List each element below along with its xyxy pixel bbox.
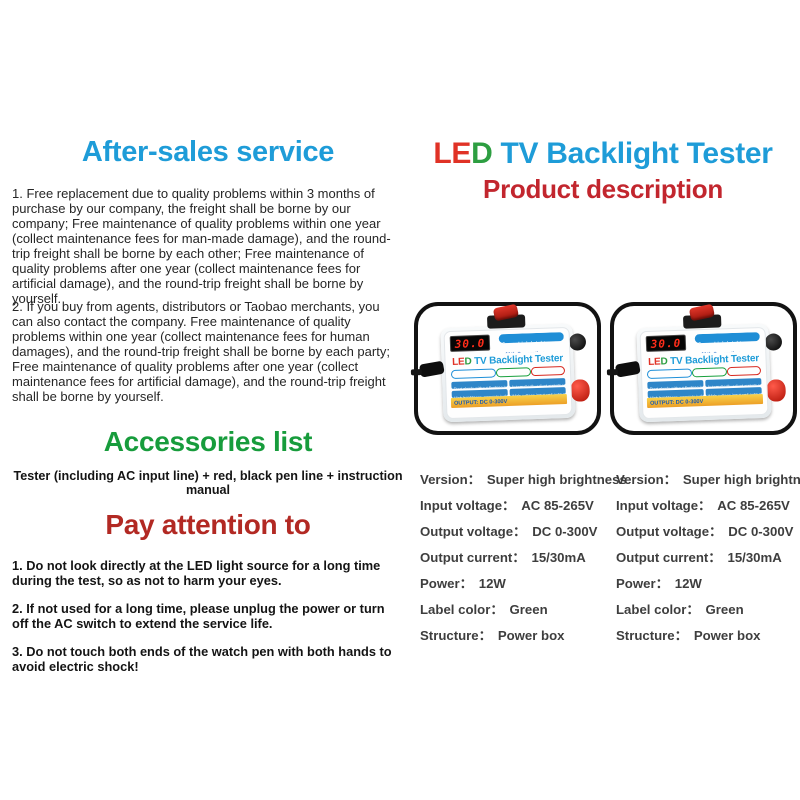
power-switch xyxy=(682,303,722,329)
after-sales-paragraph-2: 2. If you buy from agents, distributors … xyxy=(12,299,390,404)
feature-pill: Automatically adjust current and voltage xyxy=(705,378,762,387)
spec-row-input-voltage: Input voltage：AC 85-265V xyxy=(420,498,594,513)
accessories-text: Tester (including AC input line) + red, … xyxy=(13,469,403,497)
product-title-green-part: D xyxy=(471,137,493,170)
tester-device: 30.0 Super high brightness 11th Generati… xyxy=(410,303,591,423)
feature-tags: Direct measurement Fully automatic High … xyxy=(646,366,762,379)
feature-pill: Automatically adjust current and voltage xyxy=(509,378,566,387)
spec-row-label-color: Label color：Green xyxy=(616,602,744,617)
product-title-blue-part: TV Backlight Tester xyxy=(492,137,773,170)
switch-rocker xyxy=(688,303,715,322)
spec-row-version: Version：Super high brightness xyxy=(420,472,627,487)
power-cable-stub xyxy=(606,369,619,376)
spec-row-output-current: Output current：15/30mA xyxy=(420,550,586,565)
tag-high-precision: High precision xyxy=(530,366,566,377)
spec-row-input-voltage: Input voltage：AC 85-265V xyxy=(616,498,790,513)
power-cable xyxy=(614,360,641,378)
tag-direct-measurement: Direct measurement xyxy=(646,368,692,379)
output-label: OUTPUT: DC 0-300V xyxy=(649,397,704,407)
tag-direct-measurement: Direct measurement xyxy=(450,368,496,379)
product-subtitle: Product description xyxy=(483,174,723,204)
feature-pill: Start slowly without flashing lamp beads xyxy=(451,380,508,389)
output-label: OUTPUT: DC 0-300V xyxy=(453,397,508,407)
spec-row-power: Power：12W xyxy=(420,576,506,591)
black-terminal xyxy=(568,333,587,351)
led-display: 30.0 xyxy=(449,334,491,353)
power-cable xyxy=(418,360,445,378)
spec-row-structure: Structure：Power box xyxy=(420,628,565,643)
spec-row-output-voltage: Output voltage：DC 0-300V xyxy=(420,524,598,539)
device-label-panel: 30.0 Super high brightness 11th Generati… xyxy=(639,326,769,420)
feature-pill: Start slowly without flashing lamp beads xyxy=(647,380,704,389)
power-cable-stub xyxy=(410,369,423,376)
generation-label: 11th Generation ● xyxy=(493,342,564,354)
product-title: LED TV Backlight Tester xyxy=(408,137,798,171)
spec-list-left: Version：Super high brightness Input volt… xyxy=(420,467,627,649)
spec-row-structure: Structure：Power box xyxy=(616,628,761,643)
spec-list-right: Version：Super high brightness Input volt… xyxy=(616,467,800,649)
led-display: 30.0 xyxy=(645,334,687,353)
after-sales-title: After-sales service xyxy=(81,136,335,168)
spec-row-version: Version：Super high brightness xyxy=(616,472,800,487)
generation-label: 11th Generation ● xyxy=(689,342,760,354)
spec-row-label-color: Label color：Green xyxy=(420,602,548,617)
feature-tags: Direct measurement Fully automatic High … xyxy=(450,366,566,379)
product-photo-right: 30.0 Super high brightness 11th Generati… xyxy=(606,302,797,435)
attention-item-2: 2. If not used for a long time, please u… xyxy=(12,601,385,631)
tag-fully-automatic: Fully automatic xyxy=(691,367,728,378)
spec-row-output-voltage: Output voltage：DC 0-300V xyxy=(616,524,794,539)
after-sales-paragraph-1: 1. Free replacement due to quality probl… xyxy=(12,186,391,306)
accessories-title: Accessories list xyxy=(103,426,313,457)
attention-item-3: 3. Do not touch both ends of the watch p… xyxy=(12,644,392,674)
power-switch xyxy=(486,303,526,329)
black-terminal xyxy=(764,333,783,351)
tag-fully-automatic: Fully automatic xyxy=(495,367,532,378)
red-terminal xyxy=(570,379,591,402)
red-terminal xyxy=(766,379,787,402)
product-photo-left: 30.0 Super high brightness 11th Generati… xyxy=(410,302,601,435)
attention-item-1: 1. Do not look directly at the LED light… xyxy=(12,558,381,588)
switch-rocker xyxy=(492,303,519,322)
device-label-panel: 30.0 Super high brightness 11th Generati… xyxy=(443,326,573,420)
pay-attention-title: Pay attention to xyxy=(105,509,311,540)
product-title-red-part: LE xyxy=(433,137,472,170)
spec-row-output-current: Output current：15/30mA xyxy=(616,550,782,565)
tester-device: 30.0 Super high brightness 11th Generati… xyxy=(606,303,787,423)
tag-high-precision: High precision xyxy=(726,366,762,377)
spec-row-power: Power：12W xyxy=(616,576,702,591)
